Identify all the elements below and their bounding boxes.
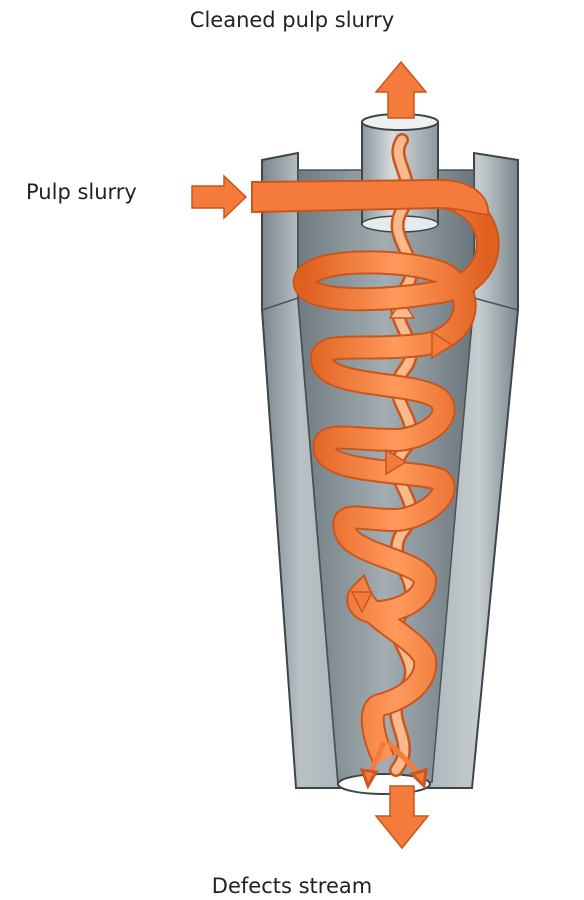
cleaned-pulp-slurry-label: Cleaned pulp slurry xyxy=(189,8,395,32)
outer-downward-vortex xyxy=(292,184,500,766)
inlet-flow-band xyxy=(251,178,490,217)
top-outlet-arrow xyxy=(374,60,428,119)
defects-stream-label: Defects stream xyxy=(211,874,373,898)
inlet-arrow xyxy=(191,174,248,220)
pulp-slurry-label: Pulp slurry xyxy=(26,180,137,204)
shell-seam-right xyxy=(473,297,519,311)
spiral-arrowhead-3 xyxy=(350,591,374,614)
bottom-split-arrows xyxy=(359,740,428,790)
spiral-arrowhead-1 xyxy=(431,330,454,360)
bottom-outlet-arrow xyxy=(374,785,430,850)
shell-seam-left xyxy=(261,297,299,311)
spiral-arrowhead-2 xyxy=(385,448,408,476)
